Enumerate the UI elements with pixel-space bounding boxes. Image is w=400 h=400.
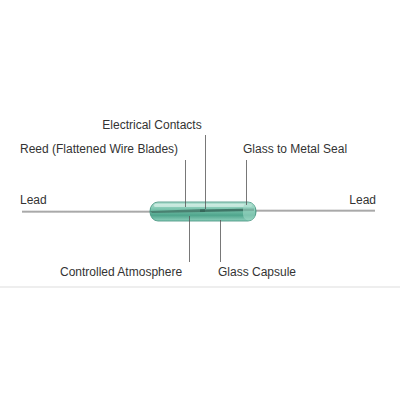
lead-wire	[22, 211, 150, 213]
leader-line	[205, 135, 206, 209]
part-label: Controlled Atmosphere	[60, 265, 182, 279]
part-label: Lead	[349, 193, 376, 207]
leader-lines	[186, 135, 247, 262]
leader-line	[185, 160, 186, 207]
glass-capsule	[150, 202, 256, 221]
leader-line	[189, 216, 190, 262]
lead-wire	[255, 210, 375, 212]
part-label: Glass to Metal Seal	[243, 142, 347, 156]
reed-blade	[150, 209, 205, 213]
part-label: Glass Capsule	[218, 265, 296, 279]
leader-line	[220, 220, 221, 262]
part-label: Lead	[20, 193, 47, 207]
divider-line	[0, 287, 400, 288]
glass-to-metal-seal	[243, 203, 255, 221]
part-label: Reed (Flattened Wire Blades)	[20, 142, 178, 156]
part-label: Electrical Contacts	[102, 118, 201, 132]
leader-line	[246, 160, 247, 205]
glass-highlight	[154, 204, 252, 207]
